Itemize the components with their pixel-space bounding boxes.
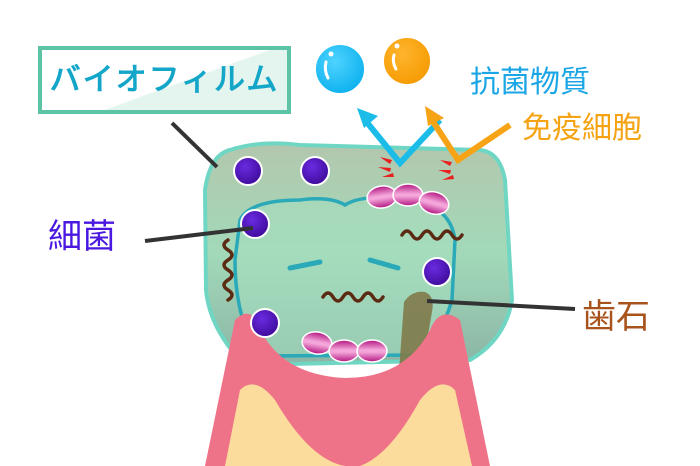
- bacteria-label: 細菌: [48, 217, 116, 257]
- antibacterial-substance-label: 抗菌物質: [470, 65, 590, 100]
- biofilm-label: バイオフィルム: [38, 46, 291, 114]
- immune-cells-label: 免疫細胞: [522, 111, 642, 146]
- antibacterial-substance-ball-icon: [314, 43, 366, 95]
- bacteria-cocci: [233, 156, 452, 338]
- biofilm-leader-line: [170, 121, 219, 169]
- immune-arrow-icon: [425, 106, 512, 165]
- jaw-bone: [225, 384, 345, 466]
- bacteria-chain: [301, 183, 450, 363]
- bacteria-leader-line: [144, 226, 254, 243]
- immune-cell-ball-icon: [382, 36, 432, 86]
- bacteria-spiral: [222, 229, 464, 303]
- tartar-label: 歯石: [582, 297, 650, 337]
- tartar-leader-line: [426, 299, 576, 311]
- antibacterial-arrow-icon: [357, 108, 443, 168]
- alert-marks: [378, 157, 454, 180]
